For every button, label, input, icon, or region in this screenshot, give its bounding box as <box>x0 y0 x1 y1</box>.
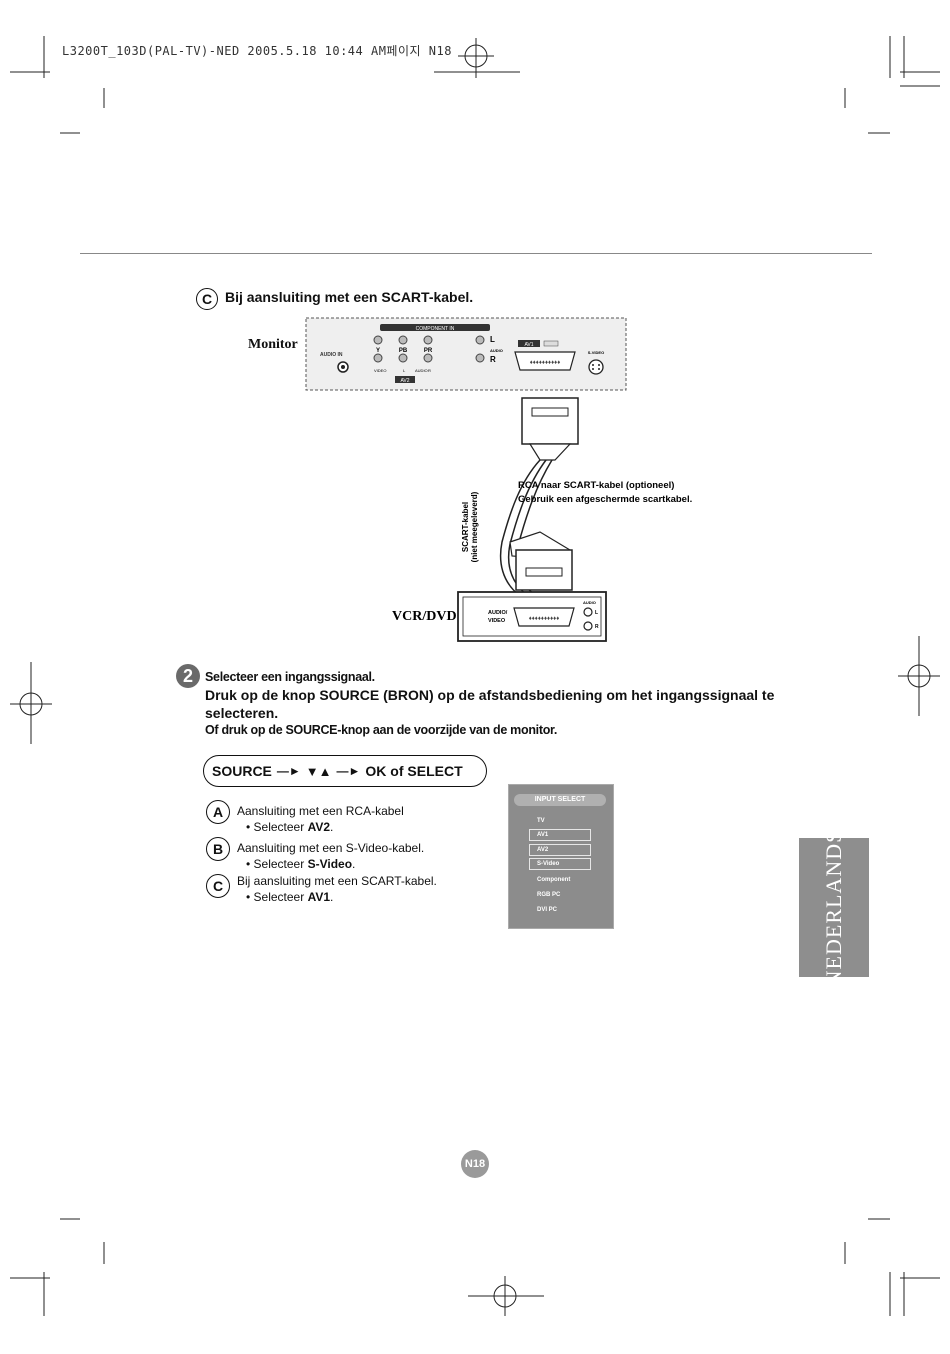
menu-title: INPUT SELECT <box>514 794 606 806</box>
vcr-label: VCR/DVD <box>392 609 457 624</box>
av2-bar <box>395 376 415 383</box>
menu-highlight <box>529 858 591 870</box>
section-marker: C <box>196 288 218 310</box>
scart-cable-label: SCART-kabel <box>461 502 470 552</box>
s-video-port <box>588 359 604 375</box>
monitor-label: Monitor <box>248 337 298 352</box>
option-bullet: • Selecteer S-Video. <box>246 857 356 871</box>
svg-text:PR: PR <box>424 348 433 354</box>
page-number: N18 <box>461 1150 489 1178</box>
monitor-scart-port <box>514 351 576 371</box>
menu-item: AV2 <box>537 847 549 853</box>
list-item: A Aansluiting met een RCA-kabel • Select… <box>206 800 496 837</box>
option-bullet: • Selecteer AV2. <box>246 820 334 834</box>
audio-in-label: AUDIO IN <box>320 352 343 358</box>
option-text: Aansluiting met een S-Video-kabel. <box>237 841 425 855</box>
source-sequence: SOURCE —► ▼▲ —► OK of SELECT <box>203 755 487 787</box>
ok-select-key: OK of SELECT <box>365 763 463 779</box>
svg-text:L: L <box>595 610 598 616</box>
vcr-scart-port <box>513 607 575 627</box>
option-marker: B <box>206 837 230 861</box>
step-line-4: Of druk op de SOURCE-knop aan de voorzij… <box>205 723 558 737</box>
menu-item: AV1 <box>537 832 549 838</box>
option-text: Aansluiting met een RCA-kabel <box>237 804 404 818</box>
svg-text:(niet meegeleverd): (niet meegeleverd) <box>470 491 479 562</box>
svg-text:L: L <box>490 335 495 344</box>
step-line-2: Druk op de knop SOURCE (BRON) op de afst… <box>205 687 775 703</box>
svg-text:AV2: AV2 <box>400 378 409 384</box>
section-title: Bij aansluiting met een SCART-kabel. <box>225 289 474 305</box>
svg-text:AUDIO/: AUDIO/ <box>488 610 508 616</box>
svg-text:VIDEO: VIDEO <box>488 618 506 624</box>
menu-item: S-Video <box>537 861 560 867</box>
list-item: C Bij aansluiting met een SCART-kabel. •… <box>206 874 496 911</box>
menu-item: Component <box>537 877 571 883</box>
language-label: NEDERLANDS <box>821 829 846 986</box>
up-down-icon: ▼▲ <box>305 763 332 779</box>
print-header: L3200T_103D(PAL-TV)-NED 2005.5.18 10:44 … <box>62 44 452 58</box>
step-line-3: selecteren. <box>205 705 279 721</box>
cable-note-2: Gebruik een afgeschermde scartkabel. <box>518 494 692 505</box>
source-key: SOURCE <box>212 763 272 779</box>
input-select-menu: INPUT SELECT TV AV1 AV2 S-Video Componen… <box>508 784 614 929</box>
arrow-icon: —► <box>336 764 361 778</box>
arrow-icon: —► <box>276 764 301 778</box>
option-marker: A <box>206 800 230 824</box>
svg-text:S-VIDEO: S-VIDEO <box>588 350 604 355</box>
svg-text:R: R <box>428 368 431 373</box>
menu-item: RGB PC <box>537 892 561 898</box>
connection-diagram: Monitor AUDIO IN COMPONENT IN Y PB PR L … <box>248 317 692 642</box>
option-bullet: • Selecteer AV1. <box>246 890 334 904</box>
component-in-label: COMPONENT IN <box>416 326 455 332</box>
language-tab: NEDERLANDS <box>799 829 869 986</box>
component-in-bar <box>380 324 490 331</box>
options-list: A Aansluiting met een RCA-kabel • Select… <box>206 800 496 911</box>
cable-note-1: RCA naar SCART-kabel (optioneel) <box>518 480 674 491</box>
option-text: Bij aansluiting met een SCART-kabel. <box>237 874 437 888</box>
svg-text:♦♦♦♦♦♦♦♦♦♦: ♦♦♦♦♦♦♦♦♦♦ <box>529 616 560 622</box>
svg-text:Y: Y <box>376 348 380 354</box>
svg-text:L: L <box>403 368 406 373</box>
svg-text:AUDIO: AUDIO <box>490 348 503 353</box>
svg-text:AUDIO: AUDIO <box>415 368 428 373</box>
scart-plug-top <box>521 397 579 445</box>
step-line-1: Selecteer een ingangssignaal. <box>205 670 375 684</box>
header-rule <box>80 253 872 254</box>
svg-text:R: R <box>490 355 496 364</box>
svg-text:R: R <box>595 624 599 630</box>
step-number: 2 <box>176 664 200 688</box>
menu-item: DVI PC <box>537 907 558 913</box>
list-item: B Aansluiting met een S-Video-kabel. • S… <box>206 837 496 874</box>
svg-text:♦♦♦♦♦♦♦♦♦♦: ♦♦♦♦♦♦♦♦♦♦ <box>530 360 561 366</box>
menu-highlight <box>529 844 591 856</box>
option-marker: C <box>206 874 230 898</box>
svg-text:VIDEO: VIDEO <box>374 368 386 373</box>
svg-text:AV1: AV1 <box>524 342 533 348</box>
svg-text:PB: PB <box>399 348 408 354</box>
scart-cable <box>499 459 541 597</box>
menu-item: TV <box>537 818 545 824</box>
menu-highlight <box>529 829 591 841</box>
svg-text:AUDIO: AUDIO <box>583 600 596 605</box>
